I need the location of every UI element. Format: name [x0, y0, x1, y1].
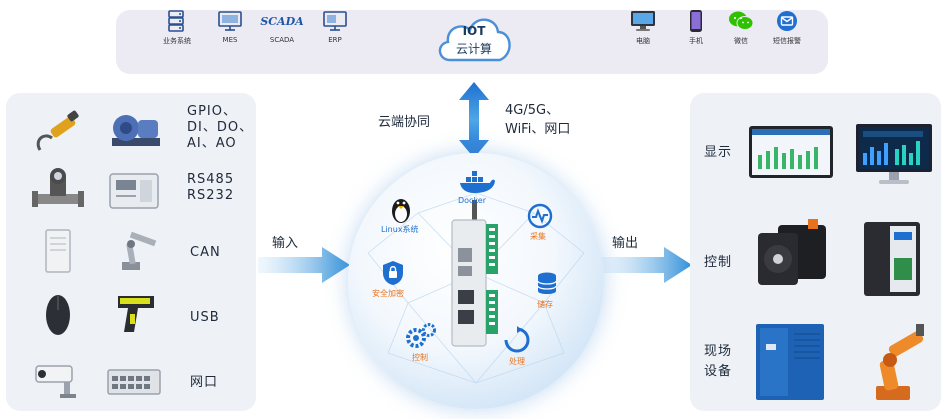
output-display-label: 显示	[704, 145, 733, 160]
industrial-robot-icon	[876, 324, 924, 400]
cloud-icon	[438, 18, 511, 62]
edge-gateway-device-icon	[451, 200, 498, 347]
output-field-label: 现场 设备	[704, 342, 732, 382]
input-arrow-label: 输入	[272, 236, 299, 251]
docker-icon	[460, 171, 495, 193]
robot-arm-icon	[122, 231, 157, 270]
input-label-line: DI、DO、	[187, 120, 254, 135]
air-compressor-icon	[756, 324, 824, 400]
bidirectional-arrow-icon	[459, 82, 489, 158]
phone-item: 手机	[661, 8, 731, 46]
servo-motor-icon	[758, 219, 826, 285]
control-label: 控制	[412, 353, 428, 362]
input-label-line: GPIO、	[187, 104, 237, 119]
business-system-item: 业务系统	[142, 8, 212, 46]
scada-logo: SCADA	[247, 8, 317, 34]
monitor-icon	[195, 8, 265, 34]
output-field-line: 现场	[704, 344, 733, 359]
cloud-collab-label: 云端协同	[378, 115, 431, 130]
top-item-label: 短信报警	[773, 37, 801, 45]
monitor-icon	[300, 8, 370, 34]
erp-item: ERP	[300, 8, 370, 44]
network-label-line1: 4G/5G、	[505, 103, 560, 118]
input-label-ethernet: 网口	[190, 375, 219, 390]
display-panel-icon	[749, 126, 833, 178]
top-item-label: 电脑	[636, 37, 650, 45]
wechat-item: 微信	[706, 8, 776, 46]
linux-icon	[392, 199, 410, 223]
input-label-gpio: GPIO、 DI、DO、 AI、AO	[187, 104, 253, 152]
server-icon	[142, 8, 212, 34]
mes-item: MES	[195, 8, 265, 44]
input-label-line: AI、AO	[187, 136, 237, 151]
camera-icon	[35, 365, 76, 398]
network-mesh-graphic	[367, 192, 585, 384]
output-control-label: 控制	[704, 255, 733, 270]
process-cycle-icon	[504, 326, 530, 353]
control-gears-icon	[406, 323, 436, 348]
cloud-subtitle: 云计算	[455, 42, 492, 56]
storage-label: 储存	[537, 300, 553, 309]
output-field-line: 设备	[704, 364, 733, 379]
scada-item: SCADA SCADA	[247, 8, 317, 45]
input-label-line: RS485	[187, 172, 235, 187]
wechat-icon	[706, 8, 776, 34]
phone-icon	[661, 8, 731, 34]
docker-label: Docker	[458, 196, 487, 205]
power-meter-icon	[109, 173, 159, 209]
motor-drive-icon	[864, 222, 920, 296]
input-label-line: RS232	[187, 188, 235, 203]
top-item-label: 微信	[734, 37, 748, 45]
blower-motor-icon	[112, 115, 160, 146]
collect-label: 采集	[530, 232, 546, 241]
top-item-label: 手机	[689, 37, 703, 45]
storage-database-icon	[537, 272, 557, 294]
network-label-line2: WiFi、网口	[505, 122, 571, 137]
input-label-serial: RS485 RS232	[187, 172, 234, 204]
mouse-icon	[46, 295, 70, 335]
output-arrow-icon	[600, 247, 692, 283]
cloud-title: IOT	[462, 24, 486, 38]
sms-icon	[752, 8, 822, 34]
flowmeter-icon	[32, 168, 84, 207]
barcode-scanner-icon	[118, 296, 154, 332]
network-switch-icon	[107, 369, 161, 395]
input-label-usb: USB	[190, 310, 220, 325]
sms-alarm-item: 短信报警	[752, 8, 822, 46]
process-label: 处理	[509, 357, 525, 366]
monitor-dashboard-icon	[856, 124, 932, 184]
top-item-label: ERP	[328, 36, 342, 44]
computer-item: 电脑	[608, 8, 678, 46]
top-item-label: MES	[222, 36, 238, 44]
scada-logo-text: SCADA	[260, 14, 304, 28]
input-label-can: CAN	[190, 245, 221, 260]
top-item-label: 业务系统	[163, 37, 191, 45]
security-label: 安全加密	[372, 289, 404, 298]
output-arrow-label: 输出	[612, 236, 639, 251]
collect-icon	[527, 203, 553, 229]
sensor-icon	[36, 110, 79, 151]
security-shield-icon	[383, 261, 403, 285]
input-arrow-icon	[258, 247, 350, 283]
computer-icon	[608, 8, 678, 34]
top-item-label: SCADA	[269, 36, 295, 44]
linux-label: Linux系统	[381, 225, 419, 234]
can-controller-icon	[45, 229, 71, 273]
